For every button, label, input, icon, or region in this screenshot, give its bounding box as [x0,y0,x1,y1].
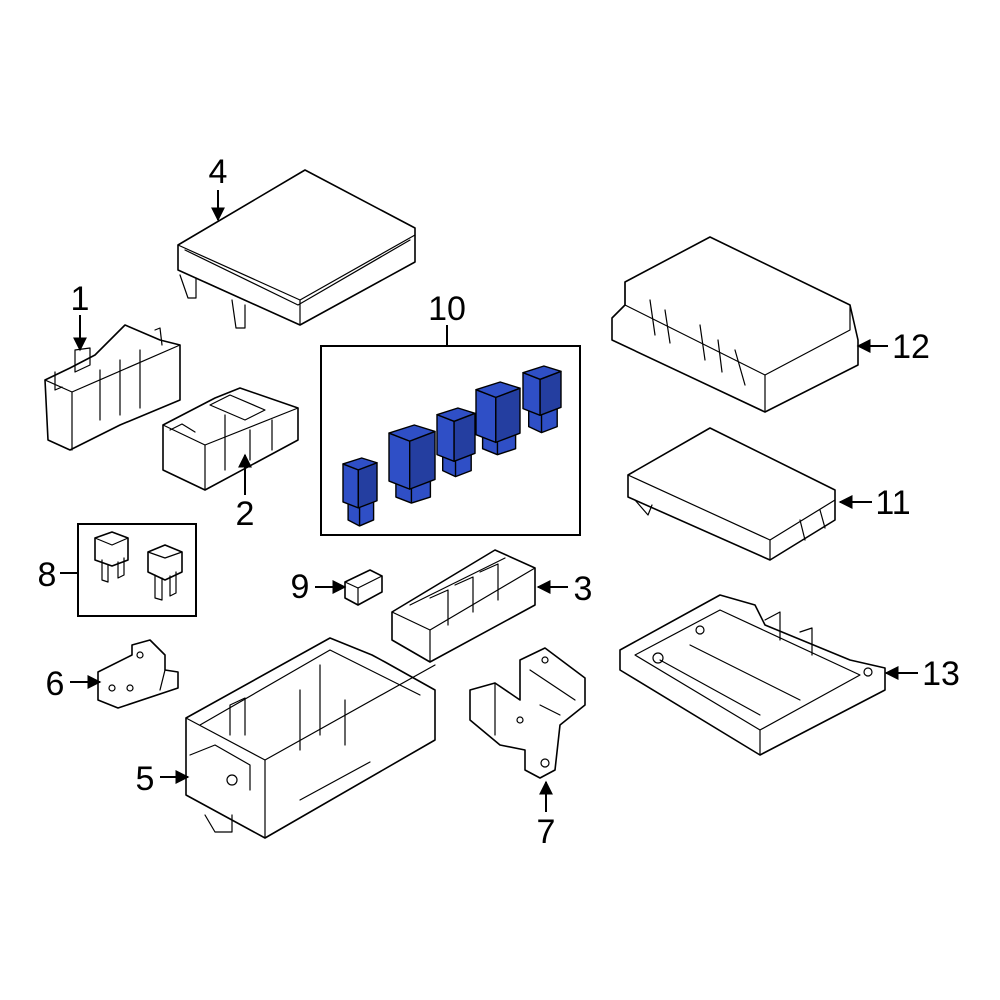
part-3-fuse-block[interactable] [391,549,536,663]
part-11-lid[interactable] [627,427,836,561]
callout-5: 5 [136,760,155,798]
callout-10: 10 [428,290,466,328]
callout-13: 13 [922,655,960,693]
part-5-lower-box[interactable] [185,637,436,839]
part-9-fuse[interactable] [344,569,383,606]
part-1-fuse-holder[interactable] [44,324,181,451]
callout-7: 7 [537,813,556,851]
relay-1 [342,457,378,527]
callout-4: 4 [209,153,228,191]
callout-8: 8 [38,556,57,594]
callout-12: 12 [892,328,930,366]
part-7-bracket[interactable] [469,647,586,779]
callout-3: 3 [574,570,593,608]
relay-5 [522,365,562,434]
callout-labels: 1 2 3 4 5 6 7 8 9 10 11 12 13 [38,153,960,851]
part-8-fuse-set[interactable] [77,523,197,617]
part-13-tray[interactable] [619,594,886,756]
callout-1: 1 [71,280,90,318]
relay-4 [475,381,521,456]
part-4-fuse-box-cover[interactable] [177,169,416,329]
callout-9: 9 [291,568,310,606]
part-6-bracket[interactable] [97,639,179,709]
callout-11: 11 [875,484,910,522]
part-2-relay-block[interactable] [162,387,299,491]
callout-6: 6 [46,665,65,703]
leader-lines [60,190,918,812]
part-10-relay-set[interactable] [320,345,581,536]
callout-2: 2 [236,495,255,533]
part-12-upper-cover[interactable] [611,236,859,413]
relay-3 [436,407,476,478]
relay-2 [388,424,436,504]
